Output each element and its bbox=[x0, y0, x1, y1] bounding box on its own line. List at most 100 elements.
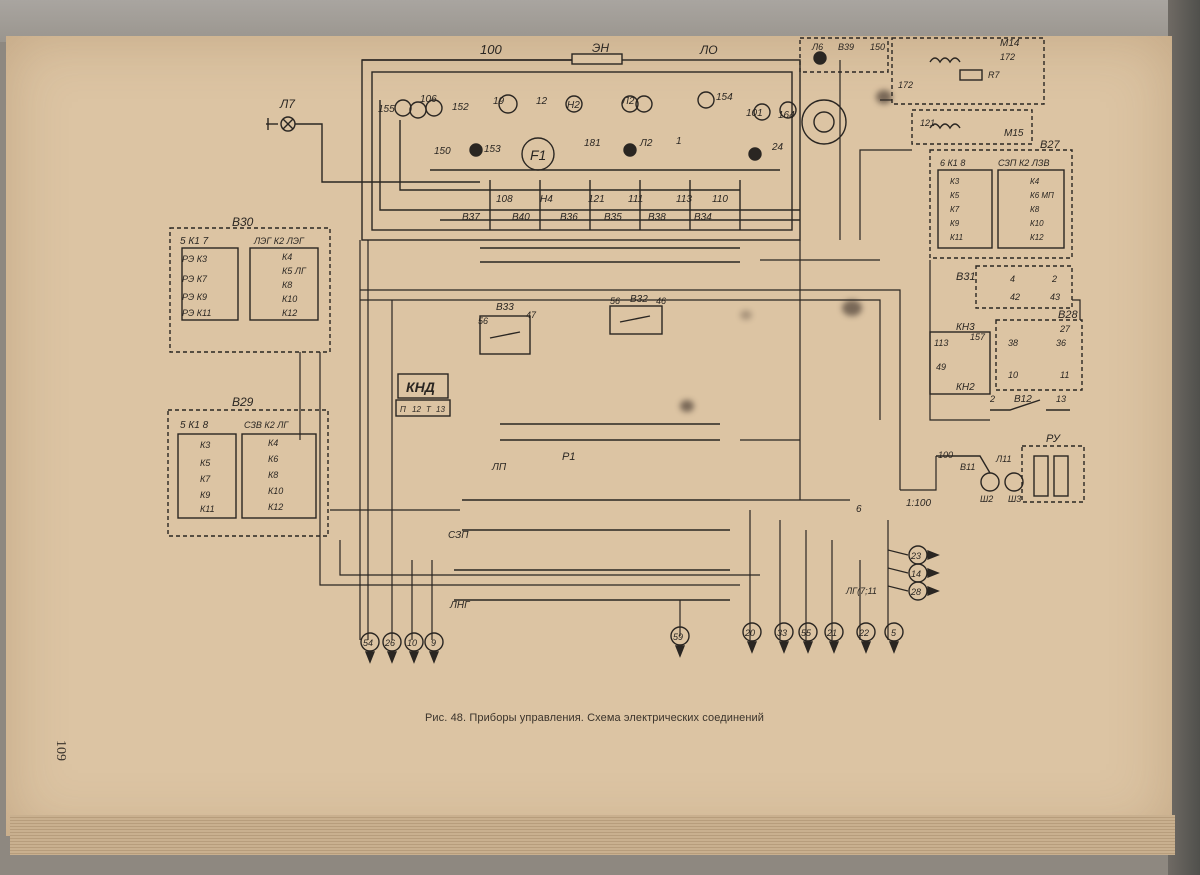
switch-label: В36 bbox=[560, 212, 578, 223]
top-right-blocks bbox=[799, 37, 1045, 145]
panel-num: 181 bbox=[584, 138, 601, 149]
switch-label: В38 bbox=[648, 212, 666, 223]
motor-label: М14 bbox=[1000, 38, 1020, 49]
connector-num: 10 bbox=[407, 638, 417, 648]
plug-label: Ш3 bbox=[1008, 494, 1021, 504]
block-line: К10 bbox=[282, 294, 297, 304]
ru-block bbox=[1021, 445, 1085, 503]
switch-num: 56 bbox=[610, 296, 620, 306]
switch-num: 2 bbox=[989, 394, 995, 404]
wire-num: 172 bbox=[898, 80, 913, 90]
wire-num: 150 bbox=[870, 42, 885, 52]
lamp-label: Л6 bbox=[811, 42, 823, 52]
panel-num: 24 bbox=[771, 142, 784, 153]
gauge-num: 19 bbox=[493, 96, 505, 107]
block-title: В30 bbox=[232, 215, 254, 229]
gauge-num: 106 bbox=[420, 94, 437, 105]
wire-label: ЛГ(7;11 bbox=[845, 586, 877, 596]
block-num: 10 bbox=[1008, 370, 1018, 380]
connector-num: 20 bbox=[744, 628, 755, 638]
block-line: РЭ К3 bbox=[182, 254, 207, 264]
panel-label-100: 100 bbox=[480, 42, 502, 57]
block-line: К6 bbox=[268, 454, 278, 464]
terminal-row-label: ЛП bbox=[491, 462, 507, 473]
block-title: В29 bbox=[232, 395, 254, 409]
pin-label: 13 bbox=[436, 405, 445, 414]
block-line: К8 bbox=[282, 280, 292, 290]
lamp-label: Л11 bbox=[995, 454, 1012, 464]
block-line: К4 bbox=[282, 252, 292, 262]
switch-label: В37 bbox=[462, 212, 480, 223]
resistor-label: R7 bbox=[988, 70, 1000, 80]
connector-num: 5 bbox=[891, 628, 897, 638]
block-line: К4 bbox=[1030, 177, 1040, 186]
lamp-label: Л7 bbox=[279, 97, 296, 111]
block-line: К3 bbox=[950, 177, 960, 186]
terminal-row-3 bbox=[454, 569, 730, 601]
block-line: К9 bbox=[950, 219, 960, 228]
block-line: К10 bbox=[1030, 219, 1044, 228]
switch-num: 121 bbox=[588, 194, 605, 205]
switch-label: В12 bbox=[1014, 394, 1032, 405]
gauge-num: Н2 bbox=[567, 100, 580, 111]
block-num: 27 bbox=[1059, 324, 1071, 334]
gauge-num: 155 bbox=[378, 104, 395, 115]
meter-label: F1 bbox=[530, 147, 546, 163]
block-line: СЗВ К2 ЛГ bbox=[244, 420, 289, 430]
scan-top-band bbox=[0, 0, 1200, 42]
block-num: 2 bbox=[1051, 274, 1057, 284]
switch-b12 bbox=[990, 399, 1070, 411]
connector-num: 22 bbox=[858, 628, 869, 638]
connector-num: 14 bbox=[911, 569, 921, 579]
panel-num: Л2 bbox=[639, 138, 653, 149]
book-page-edges bbox=[10, 815, 1175, 855]
block-line: К11 bbox=[200, 504, 215, 514]
block-line: 6 К1 8 bbox=[940, 158, 965, 168]
terminal-row-label: Р1 bbox=[562, 451, 575, 463]
block-num: 4 bbox=[1010, 274, 1015, 284]
connector-num: 55 bbox=[801, 628, 812, 638]
block-b29 bbox=[167, 409, 329, 537]
button-kn2-label: КН2 bbox=[956, 382, 975, 393]
switch-label: В35 bbox=[604, 212, 622, 223]
right-connectors bbox=[908, 545, 940, 601]
figure-caption: Рис. 48. Приборы управления. Схема элект… bbox=[425, 712, 765, 724]
ru-label: РУ bbox=[1046, 433, 1061, 445]
harness-wires bbox=[299, 60, 1081, 640]
block-num: 38 bbox=[1008, 338, 1018, 348]
connector-num: 59 bbox=[673, 632, 683, 642]
block-line: К5 ЛГ bbox=[282, 266, 307, 276]
switch-num: 110 bbox=[712, 194, 728, 205]
knd-label: КНД bbox=[406, 379, 435, 395]
instrument-panel: 100 ЭН ЛО F1 bbox=[361, 41, 801, 241]
wire-num: 172 bbox=[1000, 52, 1015, 62]
block-line: К3 bbox=[200, 440, 210, 450]
resistor-en bbox=[571, 53, 623, 65]
lamp-group bbox=[936, 455, 1024, 492]
connector-num: 28 bbox=[910, 587, 921, 597]
switch-num: 13 bbox=[1056, 394, 1066, 404]
connector-num: 33 bbox=[777, 628, 787, 638]
block-line: К8 bbox=[268, 470, 278, 480]
block-line: К5 bbox=[200, 458, 211, 468]
block-line: РЭ К7 bbox=[182, 274, 208, 284]
pin-label: П bbox=[400, 405, 406, 414]
block-line: К5 bbox=[950, 191, 960, 200]
wire-num: 6 bbox=[856, 504, 862, 515]
gauge-num: Л2 bbox=[621, 96, 635, 107]
panel-num: 1 bbox=[676, 136, 682, 147]
switch-num: 47 bbox=[526, 310, 537, 320]
wire-num: 100 bbox=[938, 450, 953, 460]
block-title: В28 bbox=[1058, 309, 1078, 321]
block-b27 bbox=[929, 149, 1073, 259]
terminal-row-1 bbox=[500, 423, 720, 441]
switch-label: В34 bbox=[694, 212, 712, 223]
block-line: К7 bbox=[950, 205, 960, 214]
bottom-connectors bbox=[360, 622, 904, 664]
connector-num: 23 bbox=[910, 551, 921, 561]
wire-num: 1:100 bbox=[906, 498, 931, 509]
block-line: К12 bbox=[282, 308, 297, 318]
block-b31 bbox=[975, 265, 1073, 309]
switch-label: В39 bbox=[838, 42, 854, 52]
